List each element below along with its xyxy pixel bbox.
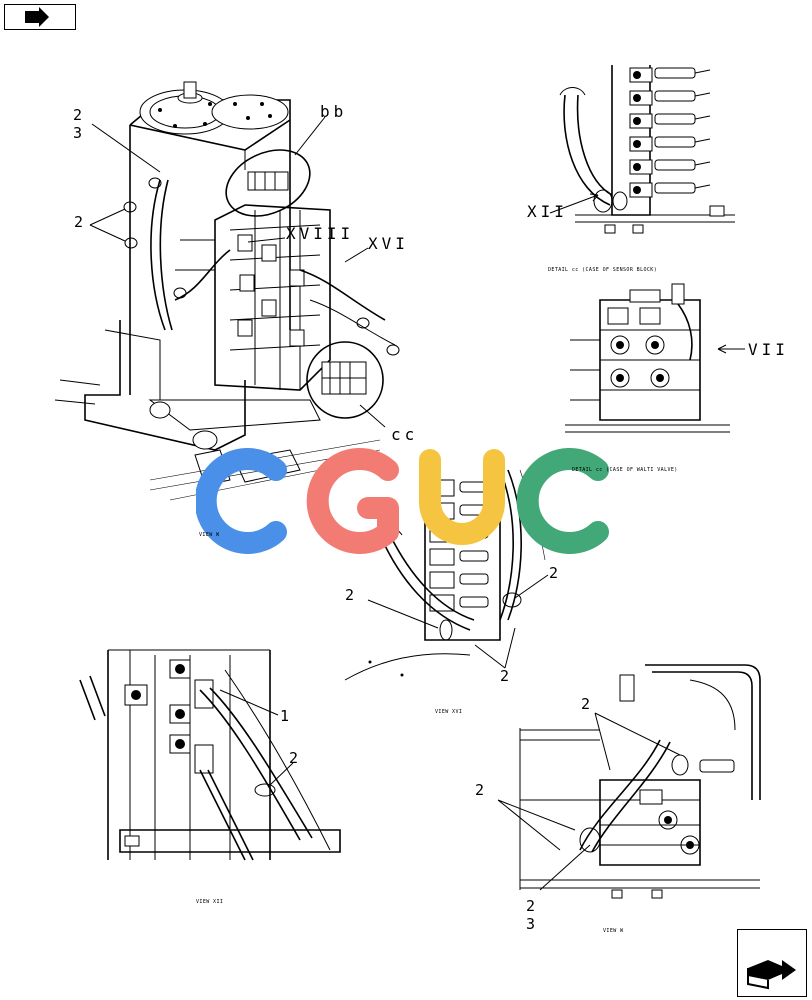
watermark-letter-c-2 [516,448,609,554]
ref-label-vii: VII [748,340,789,359]
ref-label-bb: bb [320,102,348,121]
ref-label-2-view-xii: 2 [289,749,299,767]
ref-label-cc: cc [391,425,419,444]
ref-label-xviii: XVIII [286,224,355,243]
arrow-right-tag-icon [25,7,49,27]
ref-label-1-view-xii: 1 [280,707,290,725]
caption-detail-sensor-block: DETAIL cc (CASE OF SENSOR BLOCK) [548,267,658,273]
watermark-letter-g [306,448,399,554]
ref-label-xii: XII [527,202,568,221]
ref-label-2-view-w-top: 2 [581,695,591,713]
caption-view-xvi: VIEW XVI [435,709,463,715]
caption-view-w-left: VIEW W [199,532,220,538]
cguc-watermark [196,448,609,554]
ref-label-2-view-xvi-left: 2 [345,586,355,604]
view-w-drawing [497,664,761,899]
caption-view-w-right: VIEW W [603,928,624,934]
view-xii-drawing [79,649,341,861]
ref-label-2-main-upper: 2 [73,106,83,124]
ref-label-2-view-w-left: 2 [475,781,485,799]
ref-label-2-main-clips: 2 [74,213,84,231]
detail-sensor-block [549,65,735,234]
watermark-letter-u [419,449,505,545]
next-page-button[interactable] [737,929,807,997]
main-assembly-view [54,81,400,501]
caption-view-xii: VIEW XII [196,899,224,905]
previous-page-button[interactable] [4,4,76,30]
ref-label-2-view-xvi-right: 2 [549,564,559,582]
detail-walti-valve [565,283,745,433]
caption-detail-walti-valve: DETAIL cc (CASE OF WALTI VALVE) [572,467,678,473]
arrow-right-box-icon [747,960,796,990]
ref-label-xvi: XVI [368,234,409,253]
ref-label-3-view-w-bottom: 3 [526,915,536,933]
ref-label-3-main-upper: 3 [73,124,83,142]
ref-label-2-view-xvi-bottom: 2 [500,667,510,685]
watermark-letter-c-1 [196,448,287,554]
ref-label-2-view-w-bottom: 2 [526,897,536,915]
